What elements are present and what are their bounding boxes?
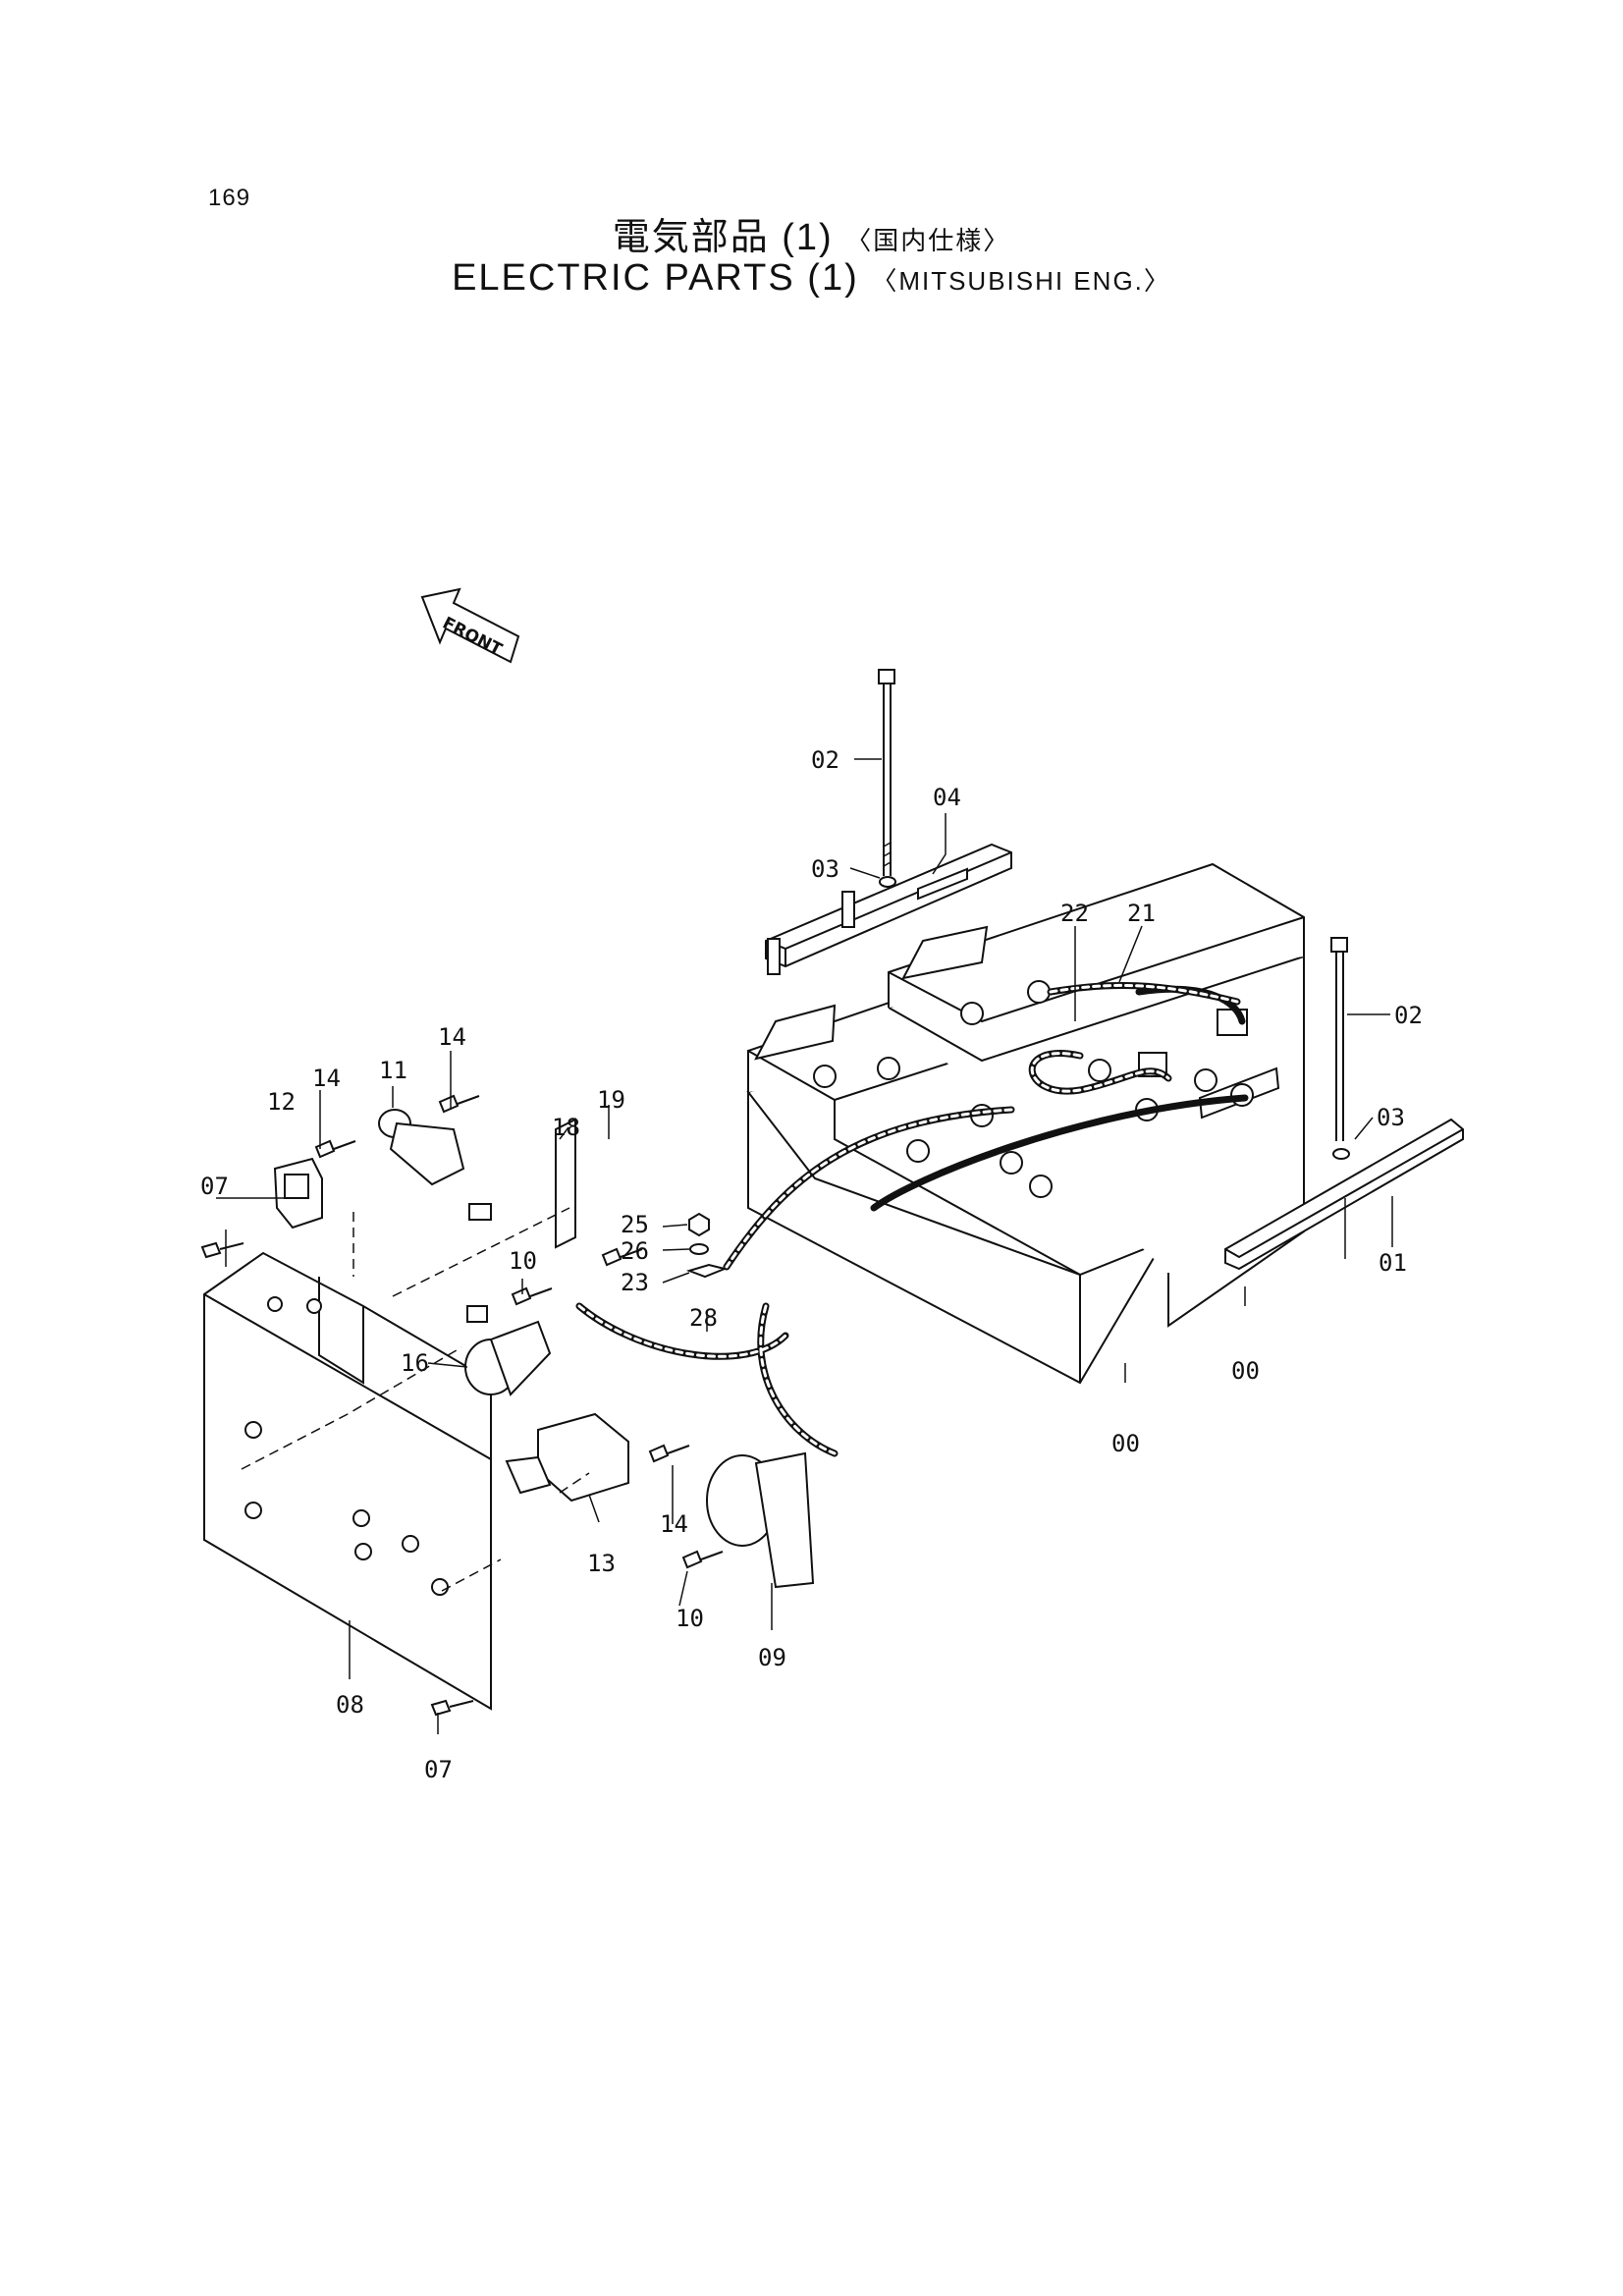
title-en-spec: 〈MITSUBISHI ENG.〉	[871, 266, 1171, 296]
callout-11: 11	[379, 1057, 407, 1084]
callout-01: 01	[1379, 1249, 1407, 1277]
callout-25: 25	[621, 1211, 649, 1238]
regulator-13	[505, 1412, 629, 1503]
front-arrow-icon: FRONT	[420, 587, 520, 664]
callout-12: 12	[267, 1088, 296, 1116]
title-english: ELECTRIC PARTS (1) 〈MITSUBISHI ENG.〉	[0, 257, 1623, 300]
callout-14-top: 14	[438, 1023, 466, 1051]
washer-03-top	[879, 876, 896, 888]
title-jp-main: 電気部品 (1)	[612, 217, 834, 258]
callout-14-left: 14	[312, 1065, 341, 1092]
callout-16: 16	[401, 1349, 429, 1377]
callout-23: 23	[621, 1269, 649, 1296]
callout-03-top: 03	[811, 855, 839, 883]
relay-12	[273, 1157, 323, 1230]
horn-09	[706, 1451, 815, 1589]
washer-26	[689, 1243, 709, 1255]
nut-25	[688, 1212, 710, 1237]
callout-00-right: 00	[1231, 1357, 1260, 1385]
starter-relay-16	[464, 1305, 552, 1396]
callout-09: 09	[758, 1644, 786, 1671]
callout-13: 13	[587, 1550, 616, 1577]
hold-down-bracket-04	[765, 843, 1012, 975]
callout-10-top: 10	[509, 1247, 537, 1275]
callout-26: 26	[621, 1237, 649, 1265]
title-japanese: 電気部品 (1) 〈国内仕様〉	[0, 206, 1623, 260]
callout-28: 28	[689, 1304, 718, 1332]
callout-18: 18	[552, 1114, 580, 1141]
title-en-main: ELECTRIC PARTS (1)	[452, 257, 859, 299]
battery-00-right	[888, 862, 1305, 1328]
hold-down-bracket-01	[1224, 1118, 1464, 1271]
washer-03-right	[1332, 1148, 1350, 1160]
battery-bolt-02-right	[1330, 937, 1348, 1141]
page-number: 169	[208, 185, 251, 211]
callout-00-left: 00	[1111, 1430, 1140, 1457]
callout-02-right: 02	[1394, 1002, 1423, 1029]
callout-19: 19	[597, 1086, 625, 1114]
callout-14-bottom: 14	[660, 1510, 688, 1538]
callout-21: 21	[1127, 900, 1156, 927]
battery-bolt-02-top	[878, 669, 895, 876]
battery-relay-11	[378, 1109, 492, 1221]
callout-07-top: 07	[200, 1173, 229, 1200]
mounting-plate-08	[203, 1251, 492, 1711]
callout-labels: 02 04 03 22 21 02 03 01 00 00 14 11 14 1…	[200, 746, 1423, 1783]
leader-lines	[216, 758, 1393, 1734]
callout-07-bottom: 07	[424, 1756, 453, 1783]
callout-08: 08	[336, 1691, 364, 1719]
callout-03-right: 03	[1377, 1104, 1405, 1131]
callout-04: 04	[933, 784, 961, 811]
assembly-lines	[241, 1207, 590, 1592]
title-jp-spec: 〈国内仕様〉	[845, 226, 1011, 255]
callout-10-bottom: 10	[676, 1605, 704, 1632]
terminal-23	[685, 1263, 729, 1279]
callout-22: 22	[1060, 900, 1089, 927]
bracket-18	[555, 1118, 576, 1249]
callout-02-top: 02	[811, 746, 839, 774]
